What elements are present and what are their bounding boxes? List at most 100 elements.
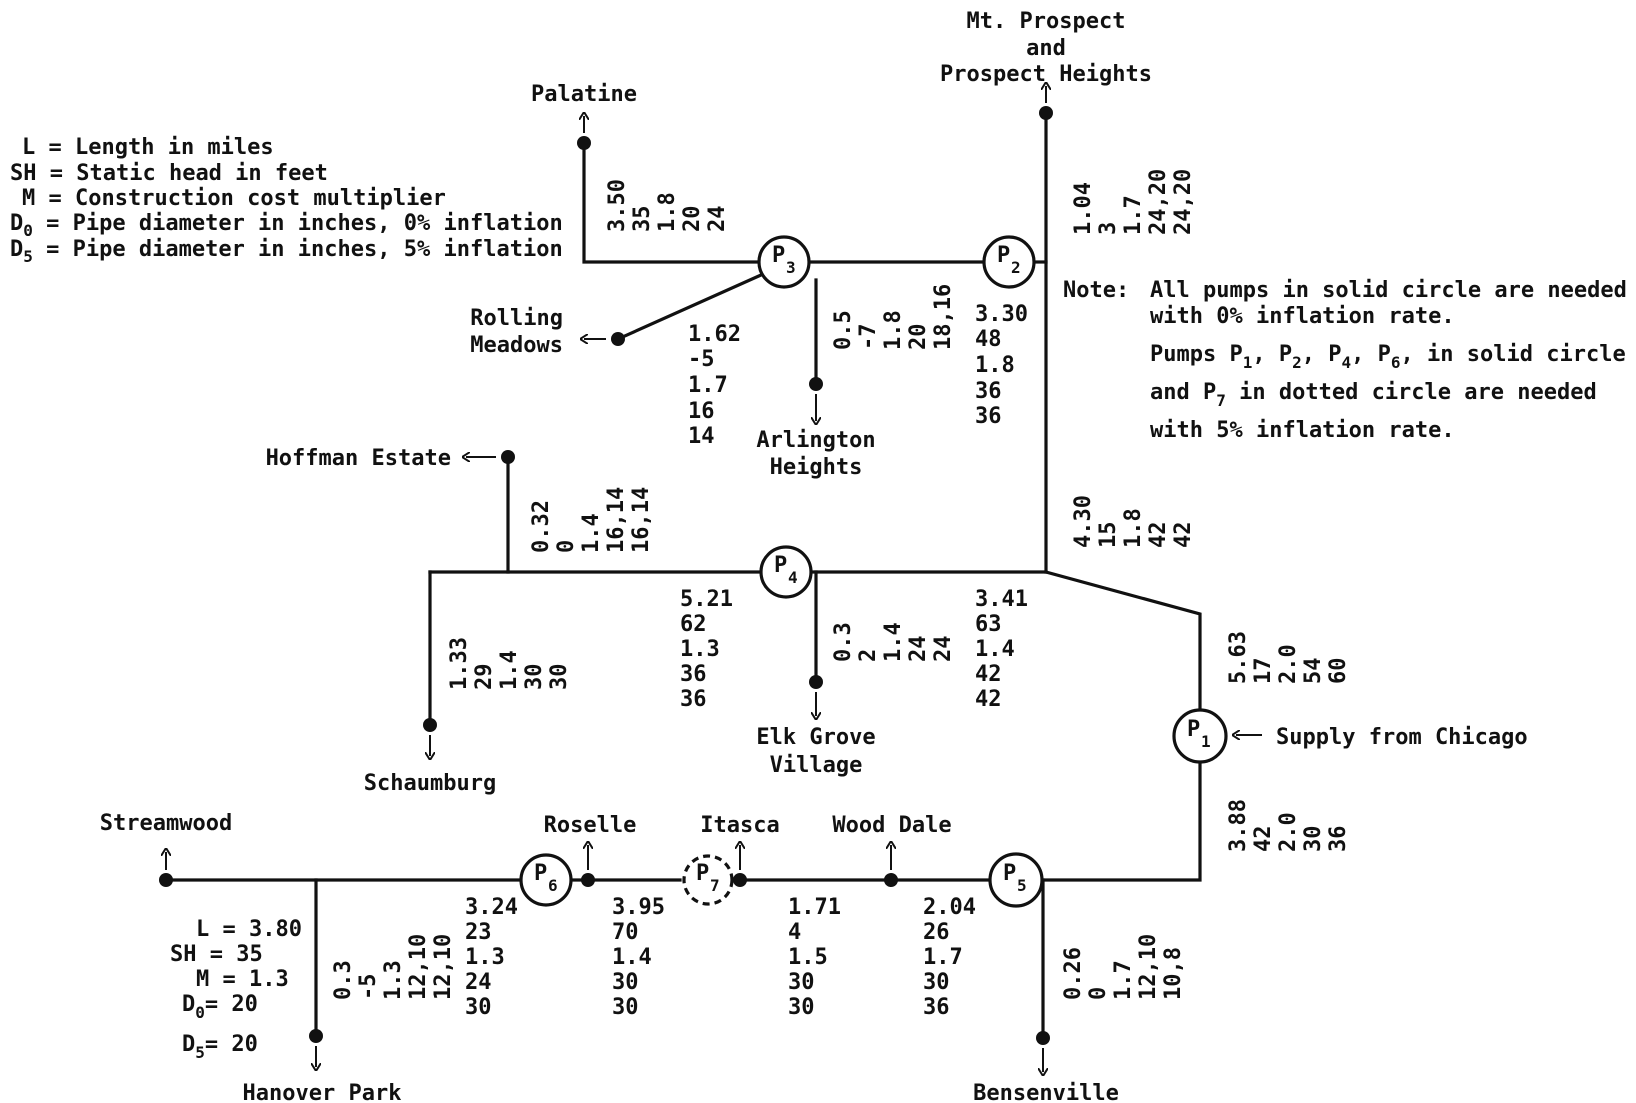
pipe-data-vertical: 3.50 35 1.8 20 24 1.04 3 1.7 24,20 24,20… bbox=[331, 169, 1351, 1000]
pipe-data-p1-up: 5.63 17 2.0 54 60 bbox=[1226, 631, 1351, 684]
svg-text:24: 24 bbox=[705, 206, 730, 233]
svg-text:1.4: 1.4 bbox=[975, 637, 1015, 662]
pump-p1-number: 1 bbox=[1201, 732, 1211, 751]
note-line-1: All pumps in solid circle are needed bbox=[1150, 278, 1627, 303]
svg-text:1.7: 1.7 bbox=[1121, 195, 1146, 235]
svg-text:70: 70 bbox=[612, 920, 639, 945]
pump-p1-letter: P bbox=[1187, 717, 1200, 742]
pump-p7: P 7 bbox=[682, 854, 734, 906]
svg-text:-7: -7 bbox=[856, 324, 881, 351]
pipe-palatine bbox=[582, 141, 760, 264]
svg-text:1.8: 1.8 bbox=[975, 353, 1015, 378]
label-hoffman: Hoffman Estate bbox=[266, 446, 451, 471]
pipe-data-horizontal: 1.62 -5 1.7 16 14 3.30 48 1.8 36 36 5.21… bbox=[170, 302, 1028, 1062]
node-bensenville bbox=[1036, 1031, 1050, 1045]
svg-text:12,10: 12,10 bbox=[406, 934, 431, 1000]
svg-text:24,20: 24,20 bbox=[1146, 169, 1171, 235]
svg-text:1.7: 1.7 bbox=[688, 373, 728, 398]
svg-text:4: 4 bbox=[788, 920, 801, 945]
svg-text:0: 0 bbox=[1086, 987, 1111, 1000]
label-wood-dale: Wood Dale bbox=[832, 813, 951, 838]
svg-text:42: 42 bbox=[1146, 522, 1171, 549]
pipe-data-streamwood: L = 3.80 SH = 35 M = 1.3 D0= 20 D5= 20 bbox=[170, 917, 302, 1062]
svg-text:24: 24 bbox=[931, 636, 956, 663]
svg-text:26: 26 bbox=[923, 920, 950, 945]
label-mt-prospect-1: Mt. Prospect bbox=[967, 9, 1126, 34]
pump-p2-letter: P bbox=[997, 243, 1010, 268]
node-mt-prospect bbox=[1039, 106, 1053, 120]
arrows bbox=[166, 86, 1262, 1072]
svg-text:24,20: 24,20 bbox=[1171, 169, 1196, 235]
svg-text:42: 42 bbox=[1251, 826, 1276, 853]
pipe-data-p7-wood: 1.71 4 1.5 30 30 bbox=[788, 895, 841, 1020]
svg-text:3.30: 3.30 bbox=[975, 302, 1028, 327]
svg-text:1.8: 1.8 bbox=[655, 192, 680, 232]
svg-text:42: 42 bbox=[1171, 522, 1196, 549]
svg-text:1.8: 1.8 bbox=[1121, 508, 1146, 548]
svg-text:1.71: 1.71 bbox=[788, 895, 841, 920]
svg-text:2: 2 bbox=[856, 649, 881, 662]
label-palatine: Palatine bbox=[531, 82, 637, 107]
svg-text:24: 24 bbox=[465, 970, 492, 995]
svg-text:36: 36 bbox=[680, 687, 707, 712]
label-rolling-1: Rolling bbox=[470, 306, 563, 331]
svg-text:30: 30 bbox=[788, 970, 815, 995]
svg-text:1.62: 1.62 bbox=[688, 322, 741, 347]
svg-text:36: 36 bbox=[1326, 826, 1351, 853]
town-labels: Mt. Prospect and Prospect Heights Palati… bbox=[100, 9, 1152, 1103]
svg-text:1.3: 1.3 bbox=[381, 960, 406, 1000]
svg-text:0.26: 0.26 bbox=[1061, 947, 1086, 1000]
svg-text:2.0: 2.0 bbox=[1276, 812, 1301, 852]
note-head: Note: bbox=[1063, 278, 1129, 303]
pipe-data-mt-prospect: 1.04 3 1.7 24,20 24,20 bbox=[1071, 169, 1196, 235]
svg-text:3.95: 3.95 bbox=[612, 895, 665, 920]
pump-p3-letter: P bbox=[772, 243, 785, 268]
svg-text:15: 15 bbox=[1096, 522, 1121, 549]
svg-text:-5: -5 bbox=[356, 974, 381, 1001]
svg-text:0: 0 bbox=[554, 540, 579, 553]
svg-text:36: 36 bbox=[975, 379, 1002, 404]
svg-text:L = 3.80: L = 3.80 bbox=[196, 917, 302, 942]
svg-text:1.4: 1.4 bbox=[579, 513, 604, 553]
svg-text:30: 30 bbox=[1301, 826, 1326, 853]
svg-text:0.32: 0.32 bbox=[529, 500, 554, 553]
pump-p2: P 2 bbox=[982, 235, 1036, 289]
legend-line-l: L = Length in miles bbox=[22, 135, 274, 160]
svg-text:1.04: 1.04 bbox=[1071, 182, 1096, 235]
svg-text:2.0: 2.0 bbox=[1276, 644, 1301, 684]
svg-text:24: 24 bbox=[906, 636, 931, 663]
svg-text:30: 30 bbox=[522, 664, 547, 691]
svg-text:3.41: 3.41 bbox=[975, 587, 1028, 612]
svg-text:60: 60 bbox=[1326, 658, 1351, 685]
pipe-data-p6-p7: 3.95 70 1.4 30 30 bbox=[612, 895, 665, 1020]
svg-text:1.33: 1.33 bbox=[447, 637, 472, 690]
label-schaumburg: Schaumburg bbox=[364, 771, 496, 796]
svg-text:16,14: 16,14 bbox=[629, 487, 654, 553]
svg-text:30: 30 bbox=[923, 970, 950, 995]
svg-text:1.4: 1.4 bbox=[497, 650, 522, 690]
label-bensenville: Bensenville bbox=[973, 1081, 1119, 1103]
svg-text:1.4: 1.4 bbox=[612, 945, 652, 970]
svg-text:0.3: 0.3 bbox=[831, 622, 856, 662]
svg-text:0.3: 0.3 bbox=[331, 960, 356, 1000]
label-arlington-2: Heights bbox=[770, 455, 863, 480]
node-hanover bbox=[309, 1029, 323, 1043]
svg-text:3.88: 3.88 bbox=[1226, 799, 1251, 852]
svg-text:36: 36 bbox=[680, 662, 707, 687]
pipe-data-wood-p5: 2.04 26 1.7 30 36 bbox=[923, 895, 976, 1020]
label-arlington-1: Arlington bbox=[756, 428, 875, 453]
legend-line-d5: D5 = Pipe diameter in inches, 5% inflati… bbox=[10, 237, 563, 266]
pump-p1: P 1 bbox=[1172, 708, 1228, 764]
note-line-4: and P7 in dotted circle are needed bbox=[1150, 380, 1597, 410]
svg-text:36: 36 bbox=[923, 995, 950, 1020]
svg-text:20: 20 bbox=[906, 324, 931, 351]
svg-text:SH = 35: SH = 35 bbox=[170, 942, 263, 967]
svg-text:4.30: 4.30 bbox=[1071, 495, 1096, 548]
node-schaumburg bbox=[423, 718, 437, 732]
pump-p6: P 6 bbox=[519, 853, 573, 907]
pump-p3-number: 3 bbox=[786, 258, 796, 277]
svg-text:0.5: 0.5 bbox=[831, 310, 856, 350]
pipe-data-schaumburg: 1.33 29 1.4 30 30 bbox=[447, 637, 572, 690]
